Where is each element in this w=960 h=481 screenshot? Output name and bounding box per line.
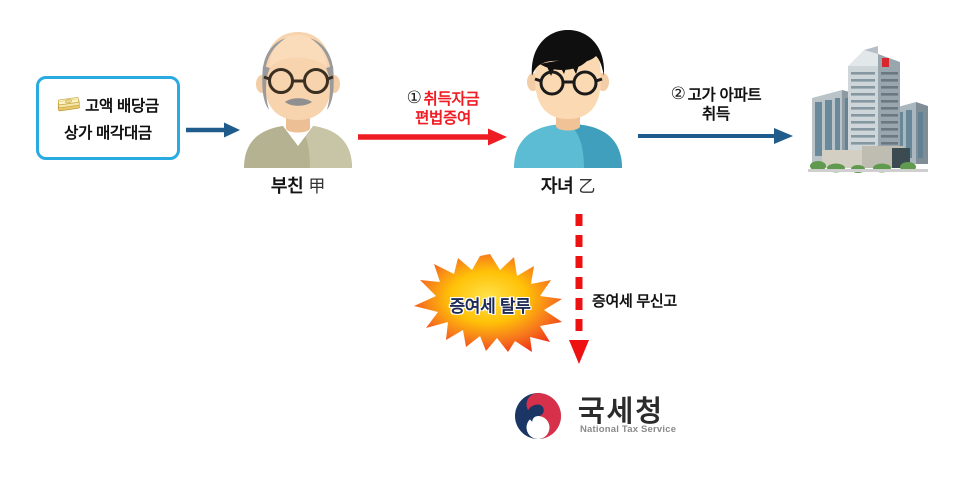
source-funds-box: 고액 배당금 상가 매각대금 bbox=[36, 76, 180, 160]
unreported-tax-label: 증여세 무신고 bbox=[592, 293, 677, 310]
step-2-arrow bbox=[638, 126, 794, 146]
person-label-father: 부친 甲 bbox=[236, 172, 360, 198]
source-funds-text-1: 고액 배당금 bbox=[85, 97, 159, 115]
nts-name-korean: 국세청 bbox=[578, 396, 665, 428]
source-funds-line-2: 상가 매각대금 bbox=[64, 121, 152, 143]
source-funds-line-1: 고액 배당금 bbox=[57, 94, 159, 116]
step-2-number: ② bbox=[670, 84, 686, 103]
step-1-text-1: 취득자금 bbox=[423, 91, 480, 108]
young-man-avatar bbox=[506, 26, 630, 168]
burst-shape bbox=[414, 254, 562, 352]
father-label-ko: 부친 bbox=[270, 176, 304, 196]
tax-evasion-burst: 증여세 탈루 bbox=[412, 252, 568, 352]
tax-evasion-burst-text: 증여세 탈루 bbox=[449, 297, 531, 316]
step-1-arrow bbox=[358, 126, 508, 148]
child-label-ko: 자녀 bbox=[540, 176, 574, 196]
funding-arrow bbox=[186, 118, 242, 142]
source-funds-text-2: 상가 매각대금 bbox=[64, 124, 152, 142]
nts-name-english: National Tax Service bbox=[580, 424, 677, 435]
taegeuk-logo-icon bbox=[515, 393, 561, 439]
red-dashed-arrow-down bbox=[566, 214, 592, 366]
father-label-cjk: 甲 bbox=[308, 177, 326, 196]
elderly-man-avatar bbox=[236, 26, 360, 168]
apartment-building-image bbox=[796, 24, 936, 174]
person-label-child: 자녀 乙 bbox=[506, 172, 630, 198]
money-bundle-icon bbox=[57, 96, 81, 113]
step-1-number: ① bbox=[406, 88, 422, 107]
step-2-text-1: 고가 아파트 bbox=[687, 87, 762, 104]
step-1-text-2: 편법증여 bbox=[415, 109, 471, 127]
nts-logo: 국세청 National Tax Service bbox=[512, 388, 702, 446]
step-2-text-2: 취득 bbox=[702, 105, 730, 123]
child-label-cjk: 乙 bbox=[578, 177, 596, 196]
